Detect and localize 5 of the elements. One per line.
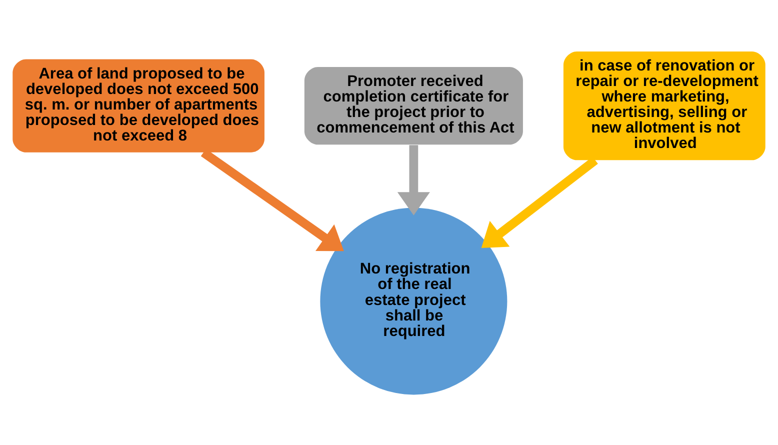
- node-circle: No registration of the real estate project shall be required: [320, 207, 508, 394]
- arrow: [397, 144, 430, 215]
- node-box: Area of land proposed to be developed does not exceed 500 sq. m. or number of apartments proposed to be developed does not exceed 8: [12, 58, 264, 152]
- node-box: in case of renovation or repair or re-development where marketing, advertising, selling or new allotment is not involved: [563, 50, 766, 160]
- node-box: Promoter received completion certificate for the project prior to commencement of this Act: [304, 66, 523, 144]
